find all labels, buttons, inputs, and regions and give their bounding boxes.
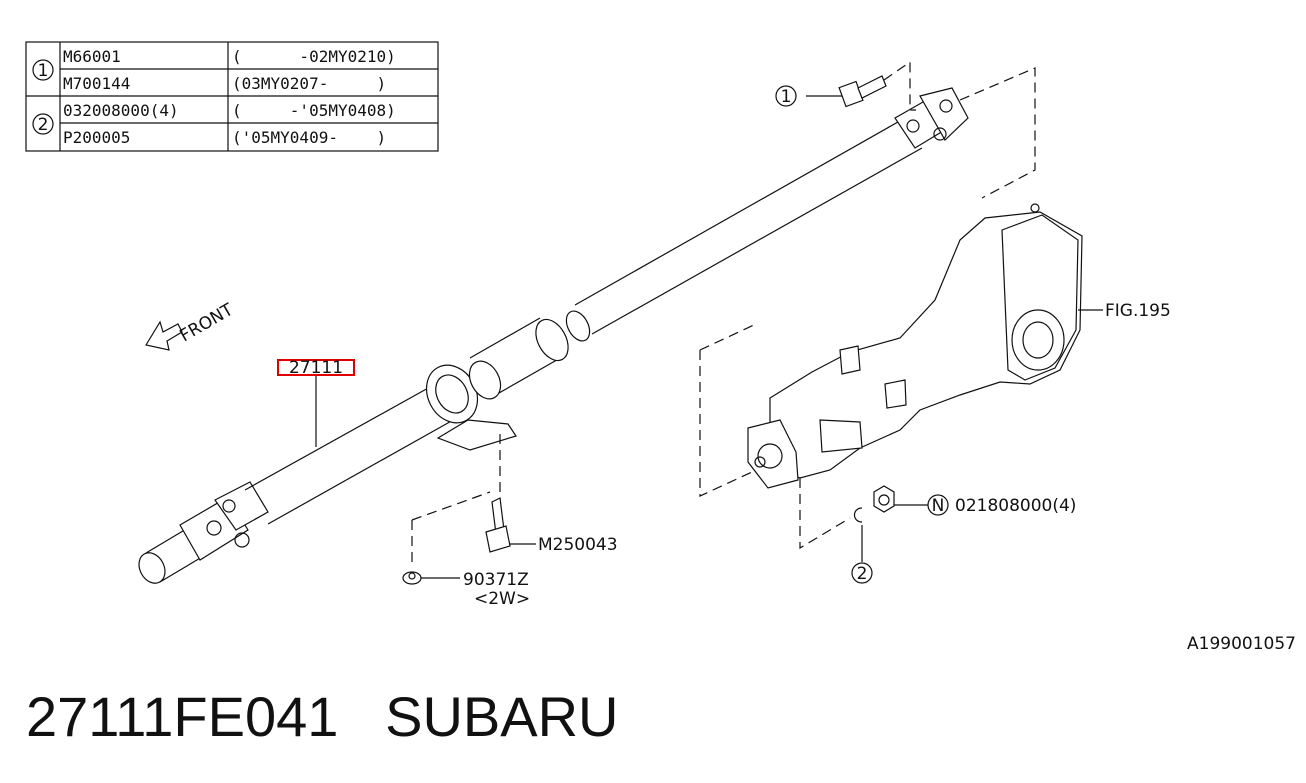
propeller-shaft [138,87,969,584]
nut-and-washer: N 021808000(4) 2 [851,485,1076,584]
main-part-label: 27111 [289,358,343,378]
table-part-number: P200005 [63,128,130,147]
table-range: ( -02MY0210) [232,47,396,66]
table-part-number: M700144 [63,74,130,93]
front-arrow: FRONT [145,300,238,351]
group-2-label: 2 [38,115,49,135]
fig-reference-label: FIG.195 [1105,301,1171,321]
caption-brand: SUBARU [385,685,619,748]
group-2-marker [32,113,54,135]
group-1-label: 1 [38,61,49,81]
table-part-number: M66001 [63,47,121,66]
nut-marker-label: N [932,496,945,516]
bracket-bolt-label: M250043 [538,535,618,555]
rear-differential [747,203,1083,489]
caption: 27111FE041 SUBARU [26,682,618,752]
center-bearing-bracket [436,419,517,451]
table-part-number: 032008000(4) [63,101,179,120]
highlight-box [277,359,355,376]
diagram-reference-code: A199001057 [1187,634,1296,654]
bolt-marker [775,85,797,107]
table-range: ('05MY0409- ) [232,128,386,147]
grommet-qty-label: <2W> [474,589,530,609]
bolt-marker-label: 1 [781,87,792,107]
bracket-bolt: M250043 [485,497,618,555]
parts-table: 1 2 M66001 ( -02MY0210) M700144 (03MY020… [25,41,439,152]
input-flange [747,419,799,489]
table-range: (03MY0207- ) [232,74,386,93]
nut-marker [927,494,949,516]
table-range: ( -'05MY0408) [232,101,396,120]
grommet-part-label: 90371Z [463,570,529,590]
group-1-marker [32,59,54,81]
grommet: 90371Z <2W> [402,491,530,609]
flange-bolt: 1 [775,60,916,111]
clip-marker-label: 2 [857,564,868,584]
clip-marker [851,562,873,584]
front-label: FRONT [177,300,238,347]
nut-part-label: 021808000(4) [955,496,1076,516]
caption-part-number: 27111FE041 [26,685,339,748]
